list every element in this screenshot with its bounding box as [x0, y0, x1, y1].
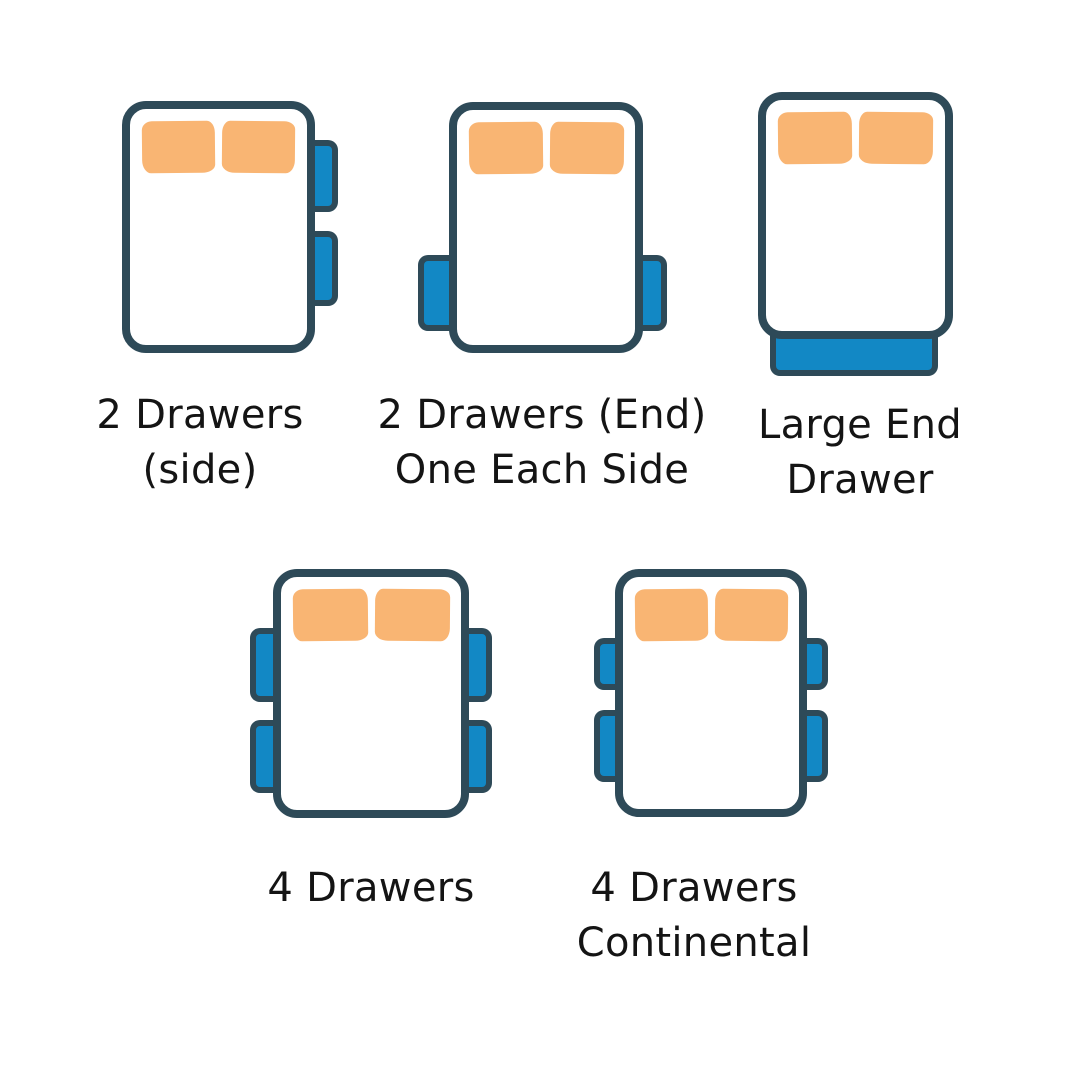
pillow-right-icon: [858, 111, 934, 165]
pillow-left-icon: [141, 120, 216, 174]
bed-label-4-drawers: 4 Drawers: [267, 861, 474, 916]
pillow-right-icon: [221, 120, 296, 174]
bed-label-2-drawers-side: 2 Drawers (side): [96, 388, 303, 498]
label-line: (side): [142, 447, 258, 493]
bed-figure-4-drawers-continental: [594, 569, 828, 817]
bed-figure-2-drawers-end: [418, 102, 667, 353]
bed-outline: [273, 569, 469, 818]
pillow-left-icon: [777, 111, 853, 165]
pillow-left-icon: [468, 121, 543, 175]
label-line: 4 Drawers: [590, 865, 798, 911]
pillow-right-icon: [549, 121, 624, 175]
label-line: Drawer: [786, 457, 934, 503]
pillow-left-icon: [634, 588, 708, 642]
bed-figure-4-drawers: [250, 569, 492, 818]
label-line: Continental: [576, 920, 812, 966]
bed-outline: [758, 92, 953, 339]
bed-outline: [615, 569, 807, 817]
pillow-row: [130, 109, 307, 174]
pillow-row: [281, 577, 461, 642]
pillow-row: [623, 577, 799, 642]
pillow-right-icon: [714, 588, 788, 642]
bed-figure-2-drawers-side: [122, 101, 338, 353]
label-line: 4 Drawers: [267, 865, 475, 911]
pillow-left-icon: [292, 588, 368, 642]
label-line: 2 Drawers (End): [377, 392, 707, 438]
pillow-row: [766, 100, 945, 165]
label-line: 2 Drawers: [96, 392, 304, 438]
bed-label-2-drawers-end: 2 Drawers (End) One Each Side: [378, 388, 707, 498]
label-line: One Each Side: [394, 447, 690, 493]
label-line: Large End: [758, 402, 962, 448]
bed-figure-large-end-drawer: [758, 92, 953, 376]
bed-label-large-end-drawer: Large End Drawer: [758, 398, 962, 508]
bed-outline: [122, 101, 315, 353]
pillow-right-icon: [374, 588, 450, 642]
pillow-row: [457, 110, 635, 175]
bed-label-4-drawers-continental: 4 Drawers Continental: [577, 861, 811, 971]
bed-outline: [449, 102, 643, 353]
